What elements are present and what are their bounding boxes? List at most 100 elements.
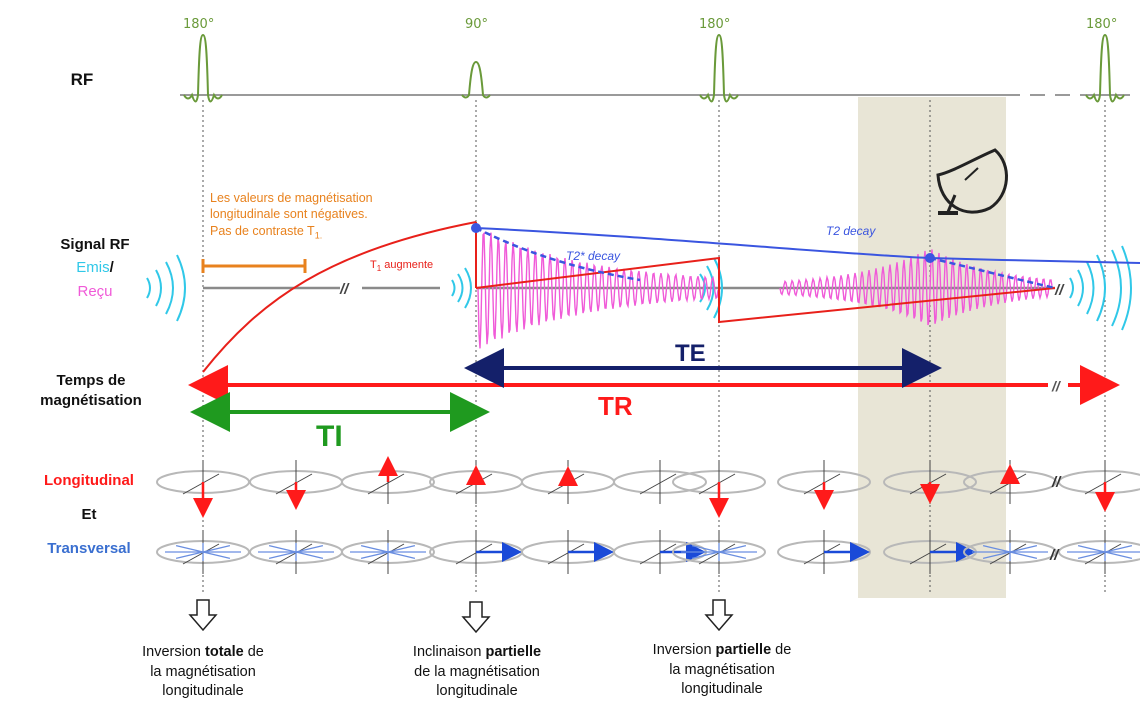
x-axis bbox=[367, 473, 405, 495]
dephased-spin bbox=[360, 544, 389, 553]
t1-increase-label: T1 augmente bbox=[370, 259, 434, 274]
note-line-3: Pas de contraste T1. bbox=[210, 223, 323, 241]
dephased-spin bbox=[718, 551, 747, 560]
time-row-label: Temps de magnétisation bbox=[16, 371, 166, 412]
dephased-spin bbox=[268, 551, 297, 560]
note-line-1: Les valeurs de magnétisation bbox=[210, 191, 373, 205]
rf-pulse-label-3: 180° bbox=[699, 17, 731, 32]
dephased-spin bbox=[175, 551, 204, 560]
antenna-icon bbox=[936, 148, 1008, 215]
readout-band bbox=[858, 97, 1006, 598]
emis-recu-legend: Emis/ bbox=[20, 259, 170, 276]
rf-pulse-label-4: 180° bbox=[1086, 17, 1118, 32]
dephased-spin bbox=[1077, 551, 1106, 560]
signal-break-mark: // bbox=[339, 281, 350, 298]
ti-label: TI bbox=[316, 420, 343, 453]
dephased-spin bbox=[691, 544, 720, 553]
x-axis bbox=[909, 543, 947, 565]
x-axis bbox=[803, 543, 841, 565]
rf-pulse-90 bbox=[461, 60, 491, 99]
dephased-spin bbox=[202, 551, 231, 560]
x-axis bbox=[1084, 543, 1122, 565]
emis-label: Emis bbox=[76, 259, 110, 277]
dephased-spin bbox=[295, 544, 324, 553]
emis-slash: / bbox=[109, 259, 114, 277]
vector-break-mark-1: // bbox=[1052, 474, 1061, 491]
emitted-rf-waves bbox=[146, 245, 1132, 331]
x-axis bbox=[547, 543, 585, 565]
caption-total-inversion: Inversion totale de la magnétisation lon… bbox=[142, 644, 264, 700]
dephased-spin bbox=[982, 551, 1011, 560]
dephased-spin bbox=[360, 551, 389, 560]
x-axis bbox=[182, 473, 220, 495]
fid-signal bbox=[477, 231, 719, 349]
time-label-line-1: Temps de bbox=[56, 372, 126, 389]
x-axis bbox=[989, 473, 1027, 495]
tr-arrow-break: // bbox=[1051, 378, 1062, 394]
dephased-spin bbox=[1009, 544, 1038, 553]
te-label: TE bbox=[675, 340, 706, 367]
x-axis bbox=[639, 543, 677, 565]
longitudinal-plane bbox=[1058, 470, 1140, 494]
note-line-2: longitudinale sont négatives. bbox=[210, 207, 368, 222]
signal-rf-label: Signal RF bbox=[60, 236, 130, 253]
t2star-refocus-curve bbox=[929, 256, 1056, 290]
dephased-spin bbox=[691, 551, 720, 560]
vector-rows bbox=[156, 456, 1140, 574]
recu-label: Reçu bbox=[77, 282, 113, 300]
dephased-spin bbox=[982, 544, 1011, 553]
t2star-decay-label: T2* decay bbox=[566, 249, 621, 263]
rf-pulse-label-2: 90° bbox=[465, 17, 489, 32]
dephased-spin bbox=[1077, 544, 1106, 553]
rf-pulse-180-second bbox=[699, 33, 739, 103]
x-axis bbox=[275, 473, 313, 495]
negative-range-bracket bbox=[201, 259, 307, 273]
vector-break-mark-2: // bbox=[1050, 547, 1059, 564]
x-axis bbox=[182, 543, 220, 565]
rf-pulse-180-first bbox=[183, 33, 223, 103]
echo-signal bbox=[779, 249, 1053, 326]
negative-magnetisation-note: Les valeurs de magnétisation longitudina… bbox=[210, 190, 460, 242]
transversal-label: Transversal bbox=[47, 540, 131, 557]
caption-partial-tilt: Inclinaison partielle de la magnétisatio… bbox=[412, 644, 542, 700]
t2-start-dot bbox=[471, 223, 481, 233]
dephasing-wedge bbox=[475, 256, 1056, 324]
dephased-spin bbox=[387, 544, 416, 553]
t1-recovery-curve bbox=[202, 221, 477, 373]
rf-pulse-180-third bbox=[1085, 33, 1125, 103]
dephased-spin bbox=[718, 544, 747, 553]
dephased-spin bbox=[268, 544, 297, 553]
x-axis bbox=[803, 473, 841, 495]
dephased-spin bbox=[1104, 544, 1133, 553]
x-axis bbox=[455, 473, 493, 495]
longitudinal-label: Longitudinal bbox=[44, 472, 134, 489]
dephased-spin bbox=[1104, 551, 1133, 560]
x-axis bbox=[367, 543, 405, 565]
dephased-spin bbox=[295, 551, 324, 560]
tr-label: TR bbox=[598, 391, 633, 421]
x-axis bbox=[698, 473, 736, 495]
partial-inversion-down-arrow bbox=[704, 599, 734, 632]
dephased-spin bbox=[387, 551, 416, 560]
dephased-spin bbox=[202, 544, 231, 553]
t2-decay-label: T2 decay bbox=[826, 224, 876, 238]
x-axis bbox=[547, 473, 585, 495]
x-axis bbox=[455, 543, 493, 565]
signal-row-label: Signal RF Emis/ Reçu bbox=[20, 236, 170, 300]
x-axis bbox=[989, 543, 1027, 565]
readout-break-mark: // bbox=[1054, 282, 1065, 299]
x-axis bbox=[275, 543, 313, 565]
rf-pulse-label-1: 180° bbox=[183, 17, 215, 32]
caption-partial-inversion: Inversion partielle de la magnétisation … bbox=[652, 642, 792, 698]
x-axis bbox=[639, 473, 677, 495]
rf-row-label: RF bbox=[70, 70, 94, 89]
echo-peak-dot bbox=[925, 253, 935, 263]
and-label: Et bbox=[81, 506, 97, 523]
x-axis bbox=[698, 543, 736, 565]
t2-decay-curve bbox=[475, 227, 1140, 264]
partial-tilt-down-arrow bbox=[461, 601, 491, 634]
x-axis bbox=[1084, 473, 1122, 495]
time-label-line-2: magnétisation bbox=[40, 392, 142, 410]
dephased-spin bbox=[1009, 551, 1038, 560]
